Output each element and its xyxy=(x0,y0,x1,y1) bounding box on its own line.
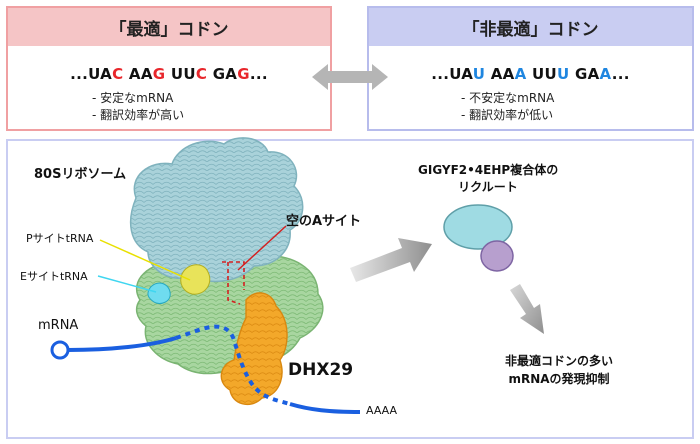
down-right-arrow-icon xyxy=(510,284,544,334)
codon-sequence-tail: ... xyxy=(249,65,268,83)
gigyf2-shape xyxy=(443,204,513,250)
e-site-leader xyxy=(97,275,157,293)
optimal-bullet-2: - 翻訳効率が高い xyxy=(92,108,185,122)
codon-sequence-tail: ... xyxy=(611,65,630,83)
codon-3-prefix: UU xyxy=(165,65,196,83)
codon-4-third-base: A xyxy=(599,65,612,83)
ribosome-label: 80Sリボソーム xyxy=(34,167,127,182)
complex-label: GIGYF2•4EHP複合体の リクルート xyxy=(418,162,558,196)
mechanism-panel xyxy=(6,139,694,439)
optimal-panel-title: 「最適」コドン xyxy=(109,19,229,40)
nonoptimal-codon-sequence: ...UAU AAA UUU GAA... xyxy=(369,65,692,83)
codon-4-third-base: G xyxy=(237,65,250,83)
complex-label-line-1: GIGYF2•4EHP複合体の xyxy=(418,163,559,177)
optimal-bullet-1: - 安定なmRNA xyxy=(92,91,174,105)
codon-2-prefix: AA xyxy=(123,65,153,83)
e-site-trna xyxy=(147,282,171,305)
p-site-trna xyxy=(180,264,211,295)
double-arrow-icon xyxy=(312,64,388,90)
nonoptimal-bullet-1: - 不安定なmRNA xyxy=(461,91,555,105)
nonoptimal-panel-title: 「非最適」コドン xyxy=(462,19,599,40)
a-site-leader xyxy=(237,225,287,271)
optimal-bullets: - 安定なmRNA - 翻訳効率が高い xyxy=(92,90,184,124)
codon-4-prefix: GA xyxy=(207,65,238,83)
empty-a-site-outline xyxy=(222,261,245,305)
mrna-label: mRNA xyxy=(38,318,79,333)
repression-label-line-1: 非最適コドンの多い xyxy=(504,354,613,368)
dhx29-label: DHX29 xyxy=(288,360,354,380)
codon-4-prefix: GA xyxy=(569,65,600,83)
optimal-codon-sequence: ...UAC AAG UUC GAG... xyxy=(8,65,330,83)
dhx29-protein xyxy=(220,292,288,406)
codon-3-third-base: U xyxy=(556,65,570,83)
codon-3-third-base: C xyxy=(195,65,208,83)
p-site-leader xyxy=(99,239,191,281)
nonoptimal-bullet-2: - 翻訳効率が低い xyxy=(461,108,554,122)
optimal-codon-panel: 「最適」コドン ...UAC AAG UUC GAG... - 安定なmRNA … xyxy=(6,6,332,131)
polya-label: AAAA xyxy=(366,404,398,417)
codon-1-third-base: C xyxy=(112,65,124,83)
optimal-panel-header: 「最適」コドン xyxy=(8,8,330,46)
nonoptimal-bullets: - 不安定なmRNA - 翻訳効率が低い xyxy=(461,90,554,124)
nonoptimal-panel-header: 「非最適」コドン xyxy=(369,8,692,46)
ribosome-large-subunit xyxy=(129,137,304,283)
mrna-strand xyxy=(50,324,361,414)
codon-2-third-base: G xyxy=(152,65,166,83)
codon-2-third-base: A xyxy=(514,65,527,83)
codon-3-prefix: UU xyxy=(526,65,557,83)
codon-2-prefix: AA xyxy=(485,65,515,83)
codon-1-prefix: ...UA xyxy=(70,65,113,83)
codon-1-third-base: U xyxy=(472,65,486,83)
e-site-label: EサイトtRNA xyxy=(20,270,88,283)
4ehp-shape xyxy=(480,240,514,272)
repression-label: 非最適コドンの多い mRNAの発現抑制 xyxy=(484,352,634,388)
nonoptimal-codon-panel: 「非最適」コドン ...UAU AAA UUU GAA... - 不安定なmRN… xyxy=(367,6,694,131)
right-arrow-icon xyxy=(350,238,432,282)
p-site-label: PサイトtRNA xyxy=(26,232,94,245)
repression-label-line-2: mRNAの発現抑制 xyxy=(508,372,610,386)
complex-label-line-2: リクルート xyxy=(458,180,518,194)
codon-1-prefix: ...UA xyxy=(431,65,473,83)
a-site-label: 空のAサイト xyxy=(286,214,362,229)
